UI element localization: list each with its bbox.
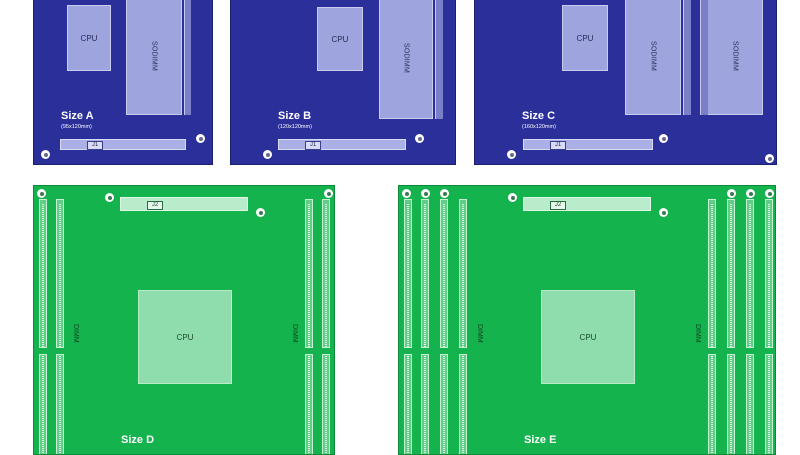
mounting-hole — [746, 189, 755, 198]
size-dimensions: (95x120mm) — [61, 124, 92, 130]
cpu-chip: CPU — [541, 290, 635, 384]
sodimm-latch — [184, 0, 191, 115]
cpu-label: CPU — [579, 332, 597, 342]
sodimm-latch — [435, 0, 443, 119]
size-title: Size A — [61, 110, 94, 122]
mounting-hole — [263, 150, 272, 159]
cpu-label: CPU — [331, 34, 349, 44]
connector-label: J2 — [550, 201, 566, 210]
connector-j1: J1 — [523, 139, 653, 150]
dimm-slot — [440, 199, 448, 454]
connector-j1: J1 — [60, 139, 186, 150]
mounting-hole — [41, 150, 50, 159]
sodimm-label: SODIMM — [402, 43, 410, 73]
size-title: Size E — [524, 434, 557, 446]
connector-j1: J1 — [278, 139, 406, 150]
dimm-slot — [421, 199, 429, 454]
mounting-hole — [765, 189, 774, 198]
connector-label: J1 — [305, 141, 321, 150]
sodimm-latch — [700, 0, 708, 115]
board-size-c: CPU SODIMM SODIMM Size C (160x120mm) J1 — [474, 0, 777, 165]
cpu-chip: CPU — [138, 290, 232, 384]
mounting-hole — [402, 189, 411, 198]
dimm-slot — [305, 199, 313, 454]
dimm-label: DIMM — [476, 324, 483, 343]
cpu-label: CPU — [80, 33, 98, 43]
size-dimensions: (160x120mm) — [522, 124, 556, 130]
mounting-hole — [507, 150, 516, 159]
dimm-slot — [746, 199, 754, 454]
cpu-label: CPU — [576, 33, 594, 43]
cpu-chip: CPU — [317, 7, 363, 71]
connector-label: J1 — [550, 141, 566, 150]
sodimm-label: SODIMM — [731, 41, 739, 71]
mounting-hole — [727, 189, 736, 198]
mounting-hole — [440, 189, 449, 198]
connector-label: J1 — [87, 141, 103, 150]
sodimm-slot: SODIMM — [126, 0, 182, 115]
connector-j2: J2 — [523, 197, 651, 211]
sodimm-label: SODIMM — [150, 41, 158, 71]
board-size-a: CPU SODIMM Size A (95x120mm) J1 — [33, 0, 213, 165]
cpu-chip: CPU — [562, 5, 608, 71]
sodimm-slot: SODIMM — [379, 0, 433, 119]
connector-label: J2 — [147, 201, 163, 210]
dimm-label: DIMM — [694, 324, 701, 343]
dimm-slot — [708, 199, 716, 454]
board-size-b: CPU SODIMM Size B (120x120mm) J1 — [230, 0, 456, 165]
sodimm-slot: SODIMM — [707, 0, 763, 115]
mounting-hole — [421, 189, 430, 198]
mounting-hole — [256, 208, 265, 217]
dimm-slot — [765, 199, 773, 454]
mounting-hole — [324, 189, 333, 198]
cpu-label: CPU — [176, 332, 194, 342]
dimm-label: DIMM — [72, 324, 79, 343]
sodimm-slot: SODIMM — [625, 0, 681, 115]
sodimm-label: SODIMM — [649, 41, 657, 71]
mounting-hole — [196, 134, 205, 143]
sodimm-latch — [683, 0, 691, 115]
connector-j2: J2 — [120, 197, 248, 211]
size-dimensions: (120x120mm) — [278, 124, 312, 130]
dimm-slot — [727, 199, 735, 454]
dimm-slot — [459, 199, 467, 454]
mounting-hole — [659, 134, 668, 143]
dimm-label: DIMM — [291, 324, 298, 343]
mounting-hole — [508, 193, 517, 202]
mounting-hole — [659, 208, 668, 217]
board-size-d: DIMM DIMM J2 CPU Size D — [33, 185, 335, 455]
size-title: Size C — [522, 110, 556, 122]
dimm-slot — [56, 199, 64, 454]
size-title: Size B — [278, 110, 312, 122]
size-title: Size D — [121, 434, 155, 446]
mounting-hole — [37, 189, 46, 198]
mounting-hole — [765, 154, 774, 163]
dimm-slot — [39, 199, 47, 454]
mounting-hole — [415, 134, 424, 143]
mounting-hole — [105, 193, 114, 202]
board-size-e: DIMM DIMM J2 CPU Size E — [398, 185, 776, 455]
dimm-slot — [404, 199, 412, 454]
cpu-chip: CPU — [67, 5, 111, 71]
dimm-slot — [322, 199, 330, 454]
